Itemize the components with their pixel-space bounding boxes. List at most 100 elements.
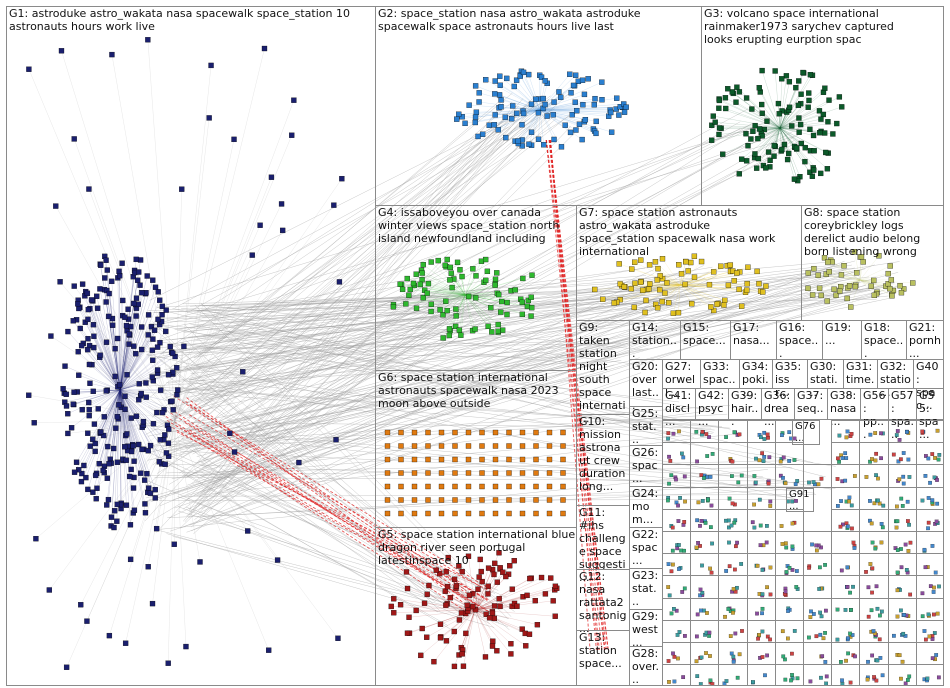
edge [119,321,162,391]
edge [199,340,600,391]
node [144,273,150,279]
edge [150,135,799,327]
edge [679,284,725,301]
group-box-small [915,531,944,555]
edge [512,105,541,111]
group-box-g42: G42: psyc... [695,388,729,428]
edge [119,389,126,436]
group-box-small [662,575,692,599]
group-box-small [859,619,889,643]
group-box-small [774,642,804,666]
node [136,397,142,403]
node [136,381,142,387]
node [70,318,76,324]
highlight-edge [189,414,481,587]
group-box-g4: G4: issaboveyou over canada winter views… [375,205,577,371]
node [170,350,176,356]
edge [119,324,160,391]
node [514,110,520,117]
edge [647,284,681,290]
node [109,322,116,328]
node [138,390,144,397]
edge [514,86,541,111]
group-box-small [887,619,917,643]
edge [99,288,121,391]
group-box-small [662,619,692,643]
edge [718,98,781,129]
group-box-g3: G3: volcano space international rainmake… [701,6,944,206]
node [60,386,66,392]
edge [725,108,781,129]
edge [164,285,891,453]
edge [177,496,470,599]
group-box-small [774,553,804,577]
edge [648,284,681,290]
node [137,282,143,288]
node [476,99,482,105]
edge [73,389,121,405]
edge [494,109,541,125]
node [143,394,149,400]
edge [104,289,121,391]
edge [477,109,541,137]
edge [174,419,299,463]
node [572,72,579,78]
edge [779,127,813,177]
group-box-small [746,486,776,510]
edge [174,139,235,421]
edge [156,419,176,529]
edge [813,268,861,281]
node [85,316,91,323]
edge [479,92,541,111]
group-box-small [915,597,944,621]
edge [174,189,182,421]
edge [679,284,714,311]
group-label-g12: G12: nasa rattata2 santonig... [579,570,627,635]
edge [474,609,556,617]
edge [464,294,476,330]
edge [119,389,145,481]
edge [199,103,530,519]
node [154,367,161,373]
edge [474,568,489,611]
node [116,382,123,388]
edge [420,609,476,656]
edge [539,81,602,111]
group-box-small [859,420,889,444]
edge [679,284,742,307]
node [112,345,118,352]
edge [119,389,132,419]
edge [92,419,176,440]
node [63,391,69,397]
node [133,413,140,419]
edge [539,109,577,131]
node [85,306,91,313]
group-label-g1: G1: astroduke astro_wakata nasa spacewal… [9,7,350,33]
group-box-small [774,508,804,532]
node [593,118,599,125]
node [509,116,515,122]
edge [119,346,134,391]
group-box-small [831,464,861,488]
group-box-small [915,464,944,488]
node [143,380,149,386]
edge [468,556,476,611]
group-box-small [887,486,917,510]
edge [61,50,176,421]
group-box-g18: G18: space... [861,320,907,360]
edge [469,104,541,111]
edge [174,205,334,421]
group-box-small [662,508,692,532]
node [127,522,134,528]
edge [516,80,541,111]
edge [662,258,681,286]
edge [616,284,681,303]
edge [145,351,574,359]
node [136,441,142,448]
node [62,363,68,369]
node [123,502,130,508]
edge [174,178,342,421]
edge [86,419,176,622]
edge [196,121,741,430]
